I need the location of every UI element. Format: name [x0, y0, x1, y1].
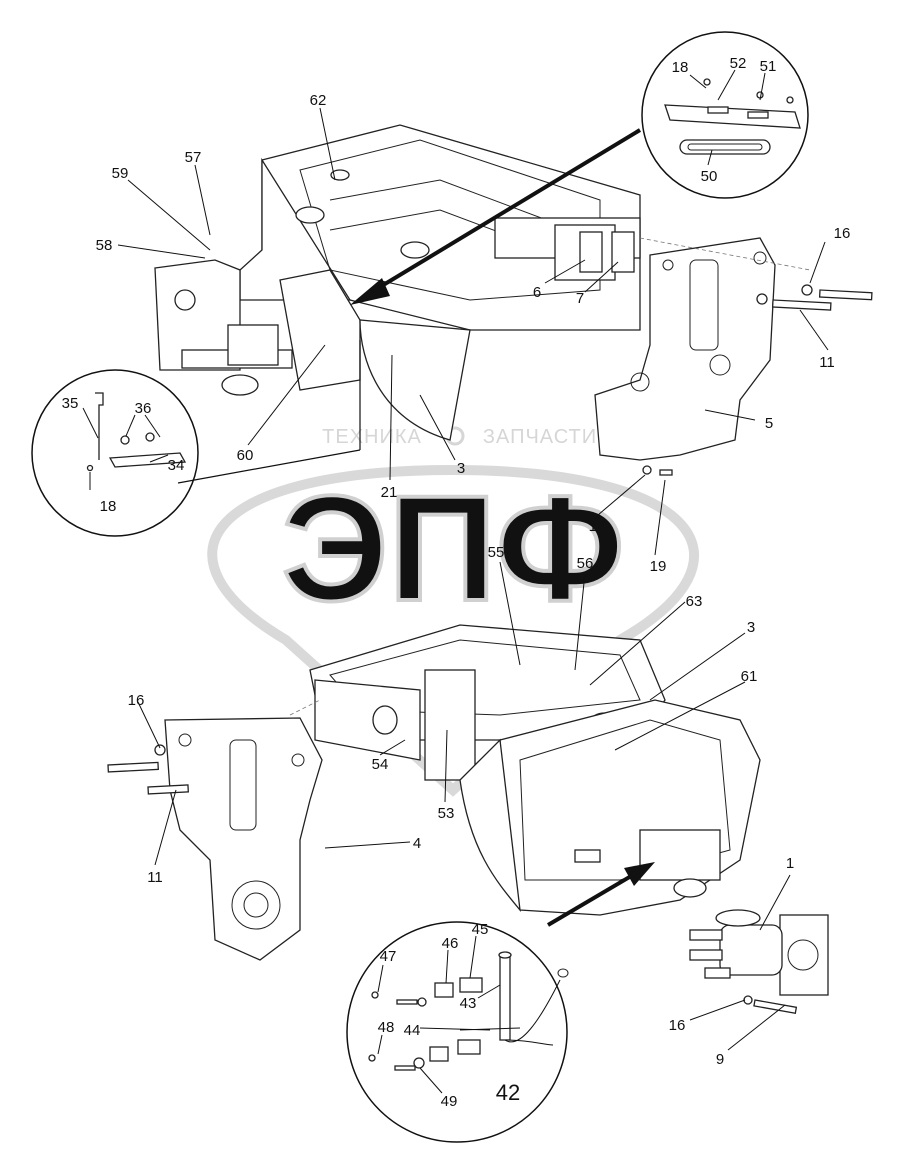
watermark-shield: [207, 464, 700, 797]
callout-62: 62: [310, 92, 327, 109]
detail-circle-top: [641, 31, 809, 199]
detail-top-callout-18: 18: [672, 59, 689, 76]
bolts-left: [107, 744, 189, 795]
detail-top-callout-52: 52: [730, 55, 747, 72]
callout-60: 60: [237, 447, 254, 464]
watermark-text-left: ТЕХНИКА: [322, 426, 422, 448]
callout-59: 59: [112, 165, 129, 182]
callout-54: 54: [372, 756, 389, 773]
detail-bottom-callout-43: 43: [460, 995, 477, 1012]
pump-assembly: [689, 909, 829, 1014]
detail-bottom-callout-46: 46: [442, 935, 459, 952]
detail-left-callout-34: 34: [168, 457, 185, 474]
detail-bottom-callout-48: 48: [378, 1019, 395, 1036]
detail-bottom-assembly-42: 42: [496, 1080, 520, 1105]
side-plate-right: [594, 237, 811, 461]
detail-bottom-callout-44: 44: [404, 1022, 421, 1039]
callout-labels: 62 57 59 58 60 21 3 6 7 16 11 5 17 19 55…: [62, 55, 851, 1110]
washer-17: [642, 465, 652, 475]
callout-6: 6: [533, 284, 541, 301]
callout-16-top: 16: [834, 225, 851, 242]
detail-top-callout-51: 51: [760, 58, 777, 75]
callout-1: 1: [786, 855, 794, 872]
watermark-text-right: ЗАПЧАСТИ: [483, 426, 597, 448]
detail-top-callout-50: 50: [701, 168, 718, 185]
detail-bottom-callout-49: 49: [441, 1093, 458, 1110]
bolts-top-right: [756, 284, 873, 311]
detail-bottom-callout-45: 45: [472, 921, 489, 938]
callout-16-bottom: 16: [669, 1017, 686, 1034]
callout-3-lower: 3: [747, 619, 755, 636]
callout-53: 53: [438, 805, 455, 822]
callout-11-left: 11: [147, 869, 163, 886]
screw-19: [659, 469, 673, 476]
detail-left-callout-35: 35: [62, 395, 79, 412]
upper-frame: [154, 124, 641, 441]
callout-58: 58: [96, 237, 113, 254]
leader-lines: [82, 69, 829, 1094]
callout-7: 7: [576, 290, 584, 307]
callout-3-upper: 3: [457, 460, 465, 477]
detail-circle-left: [31, 369, 199, 537]
callout-16-left: 16: [128, 692, 145, 709]
callout-57: 57: [185, 149, 202, 166]
callout-11-top: 11: [819, 354, 835, 371]
callout-63: 63: [686, 593, 703, 610]
detail-left-callout-18: 18: [100, 498, 117, 515]
callout-21: 21: [381, 484, 398, 501]
watermark-brand: ЭПФ: [282, 464, 625, 632]
callout-56: 56: [577, 555, 594, 572]
watermark: ЭПФ ТЕХНИКА ЗАПЧАСТИ: [207, 426, 700, 797]
detail-circle-bottom: [346, 921, 569, 1143]
callout-5: 5: [765, 415, 773, 432]
callout-9: 9: [716, 1051, 724, 1068]
detail-bottom-callout-47: 47: [380, 948, 397, 965]
detail-left-callout-36: 36: [135, 400, 152, 417]
callout-61: 61: [741, 668, 758, 685]
pointer-arrows: [177, 128, 655, 927]
callout-17: 17: [589, 518, 606, 535]
callout-55: 55: [488, 544, 505, 561]
callout-19: 19: [650, 558, 667, 575]
side-plate-left: [164, 699, 323, 961]
callout-4: 4: [413, 835, 421, 852]
